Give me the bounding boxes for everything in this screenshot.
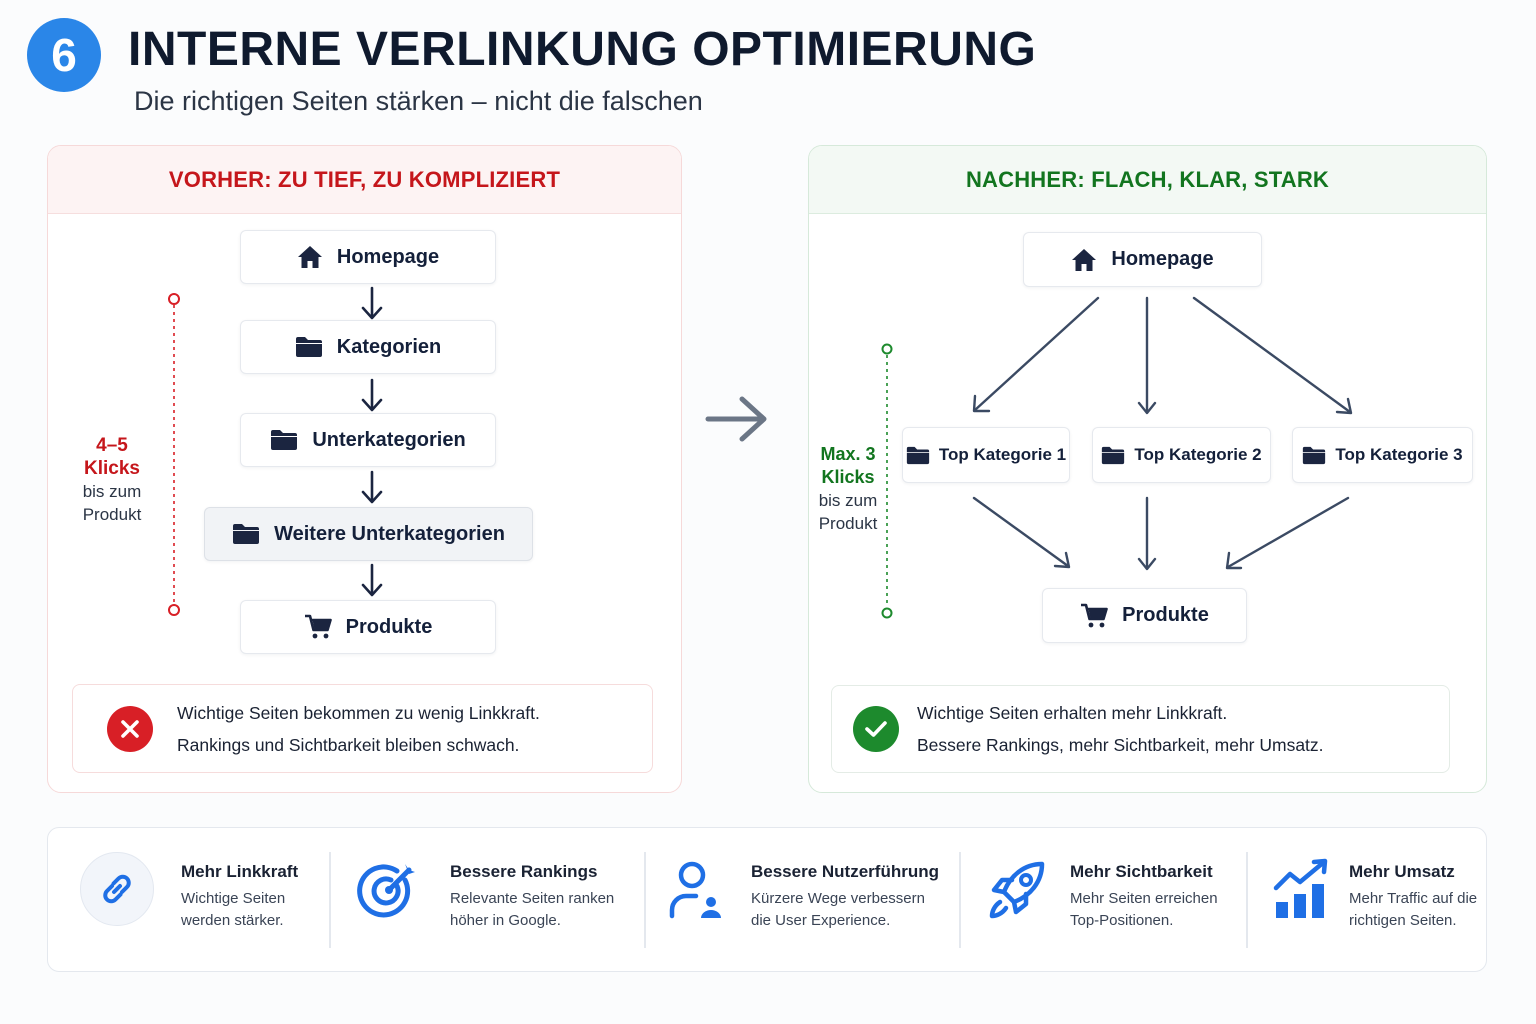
clicks-text: bis zum — [82, 482, 142, 501]
clicks-text: Produkt — [818, 514, 878, 533]
arrow-icon — [972, 296, 1100, 413]
benefit-item: Bessere Rankings Relevante Seiten ranken… — [450, 862, 614, 932]
clicks-label-after: Max. 3 Klicks bis zum Produkt — [808, 443, 888, 535]
arrow-right-icon — [705, 396, 767, 442]
home-icon — [297, 246, 322, 268]
rocket-icon — [989, 861, 1045, 919]
divider — [959, 852, 961, 948]
page-title: INTERNE VERLINKUNG OPTIMIERUNG — [128, 23, 1037, 76]
folder-icon — [1303, 446, 1326, 464]
folder-icon — [271, 430, 298, 450]
folder-icon — [233, 524, 260, 544]
node-homepage-before: Homepage — [240, 230, 496, 284]
node-label: Homepage — [336, 245, 440, 268]
benefit-title: Mehr Linkkraft — [181, 862, 299, 881]
x-circle-icon — [107, 705, 153, 752]
divider — [1246, 852, 1248, 948]
arrow-icon — [1225, 496, 1350, 570]
cart-icon — [1081, 603, 1108, 627]
arrow-down-icon — [361, 563, 383, 597]
node-label: Kategorien — [336, 335, 442, 358]
clicks-label-before: 4–5 Klicks bis zum Produkt — [70, 434, 154, 526]
clicks-word: Klicks — [821, 467, 875, 487]
after-message-line: Bessere Rankings, mehr Sichtbarkeit, meh… — [917, 735, 1324, 755]
after-message-box: Wichtige Seiten erhalten mehr Linkkraft.… — [831, 685, 1450, 773]
depth-indicator-before — [168, 293, 180, 616]
before-message-box: Wichtige Seiten bekommen zu wenig Linkkr… — [72, 684, 653, 773]
node-produkte-after: Produkte — [1042, 588, 1247, 643]
step-number-badge: 6 — [27, 18, 101, 92]
clicks-text: Produkt — [82, 505, 142, 524]
after-panel-heading: NACHHER: FLACH, KLAR, STARK — [809, 146, 1486, 214]
benefit-title: Bessere Rankings — [450, 862, 598, 881]
node-label: Weitere Unterkategorien — [274, 522, 505, 545]
divider — [644, 852, 646, 948]
arrow-icon — [972, 496, 1071, 569]
before-panel-heading: VORHER: ZU TIEF, ZU KOMPLIZIERT — [48, 146, 681, 214]
page-subtitle: Die richtigen Seiten stärken – nicht die… — [134, 86, 703, 116]
growth-chart-icon — [1273, 858, 1328, 918]
benefit-title: Mehr Sichtbarkeit — [1070, 862, 1213, 881]
arrow-down-icon — [361, 286, 383, 320]
node-label: Homepage — [1111, 248, 1214, 270]
clicks-value: 4–5 — [96, 435, 128, 456]
folder-icon — [906, 446, 930, 464]
node-unterkategorien-before: Unterkategorien — [240, 413, 496, 467]
node-top-kategorie-1: Top Kategorie 1 — [902, 427, 1070, 483]
arrow-icon — [1137, 496, 1157, 571]
depth-indicator-after — [881, 343, 893, 619]
benefit-title: Bessere Nutzerführung — [751, 862, 939, 881]
after-message-line: Wichtige Seiten erhalten mehr Linkkraft. — [917, 703, 1228, 723]
arrow-down-icon — [361, 470, 383, 504]
node-label: Produkte — [345, 615, 433, 638]
before-message-line: Wichtige Seiten bekommen zu wenig Linkkr… — [177, 702, 540, 723]
node-label: Produkte — [1122, 604, 1209, 626]
clicks-value: Max. 3 — [820, 444, 876, 464]
benefit-title: Mehr Umsatz — [1349, 862, 1455, 881]
check-circle-icon — [853, 706, 899, 752]
benefit-item: Bessere Nutzerführung Kürzere Wege verbe… — [751, 862, 939, 932]
target-icon — [357, 864, 415, 918]
node-weitere-unterkategorien-before: Weitere Unterkategorien — [204, 507, 533, 561]
link-icon — [80, 852, 154, 926]
user-icon — [669, 861, 721, 919]
node-homepage-after: Homepage — [1023, 232, 1262, 287]
arrow-icon — [1192, 296, 1353, 415]
node-top-kategorie-3: Top Kategorie 3 — [1292, 427, 1473, 483]
node-kategorien-before: Kategorien — [240, 320, 496, 374]
cart-icon — [304, 614, 332, 639]
node-produkte-before: Produkte — [240, 600, 496, 654]
node-top-kategorie-2: Top Kategorie 2 — [1092, 427, 1271, 483]
arrow-icon — [1137, 296, 1157, 415]
clicks-text: bis zum — [818, 491, 878, 510]
folder-icon — [1102, 446, 1125, 464]
divider — [329, 852, 331, 948]
node-label: Unterkategorien — [312, 428, 466, 451]
node-label: Top Kategorie 2 — [1134, 445, 1262, 464]
arrow-down-icon — [361, 378, 383, 412]
clicks-word: Klicks — [84, 458, 140, 479]
node-label: Top Kategorie 1 — [938, 445, 1067, 464]
node-label: Top Kategorie 3 — [1335, 445, 1463, 464]
folder-icon — [295, 337, 322, 357]
before-message-line: Rankings und Sichtbarkeit bleiben schwac… — [177, 734, 520, 755]
home-icon — [1072, 248, 1097, 271]
